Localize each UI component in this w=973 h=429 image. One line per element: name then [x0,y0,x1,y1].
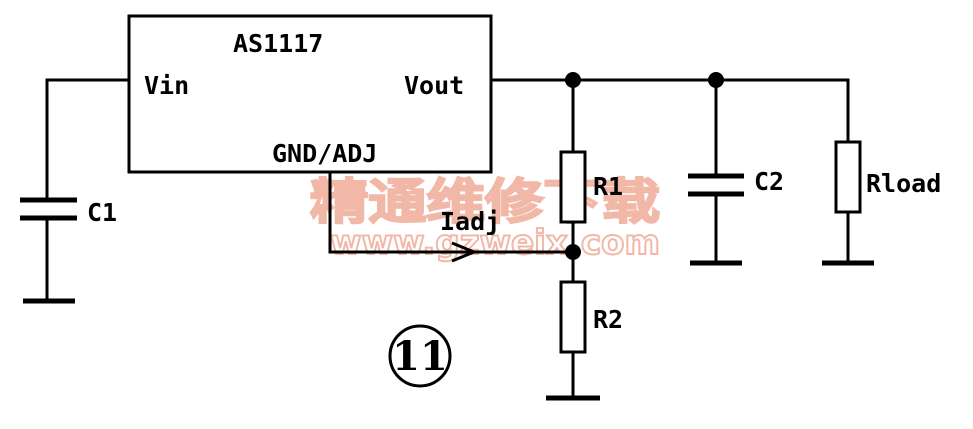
watermark-url: www.gzweix.com [330,223,660,263]
current-arrow-icon [451,241,478,263]
pin-adj-label: GND/ADJ [272,139,377,168]
c1-label: C1 [87,198,117,227]
regulator-chip: AS1117 Vin Vout GND/ADJ [127,14,493,174]
output-capacitor-c2: C2 [688,78,784,266]
adj-current-path: Iadj [328,170,575,263]
r1-label: R1 [593,172,623,201]
pin-vin-label: Vin [144,71,189,100]
output-rail [489,72,850,88]
regulator-box [127,14,493,174]
watermark: 精通维修下载 www.gzweix.com [309,173,661,264]
rload-resistor [834,140,862,214]
input-capacitor-c1: C1 [20,78,131,304]
figure-number-badge: 11 [388,324,452,388]
r1-resistor [559,150,587,224]
pin-vout-label: Vout [404,71,464,100]
load-resistor: Rload [822,78,941,266]
chip-name: AS1117 [233,29,323,58]
rload-label: Rload [866,169,941,198]
figure-number: 11 [392,333,448,380]
r2-label: R2 [593,305,623,334]
iadj-label: Iadj [440,207,500,236]
watermark-chinese: 精通维修下载 [310,174,660,230]
adj-wire [328,170,575,254]
r2-resistor [559,280,587,354]
vin-wire [45,78,131,198]
c2-label: C2 [754,167,784,196]
figure-number-circle [388,324,452,388]
